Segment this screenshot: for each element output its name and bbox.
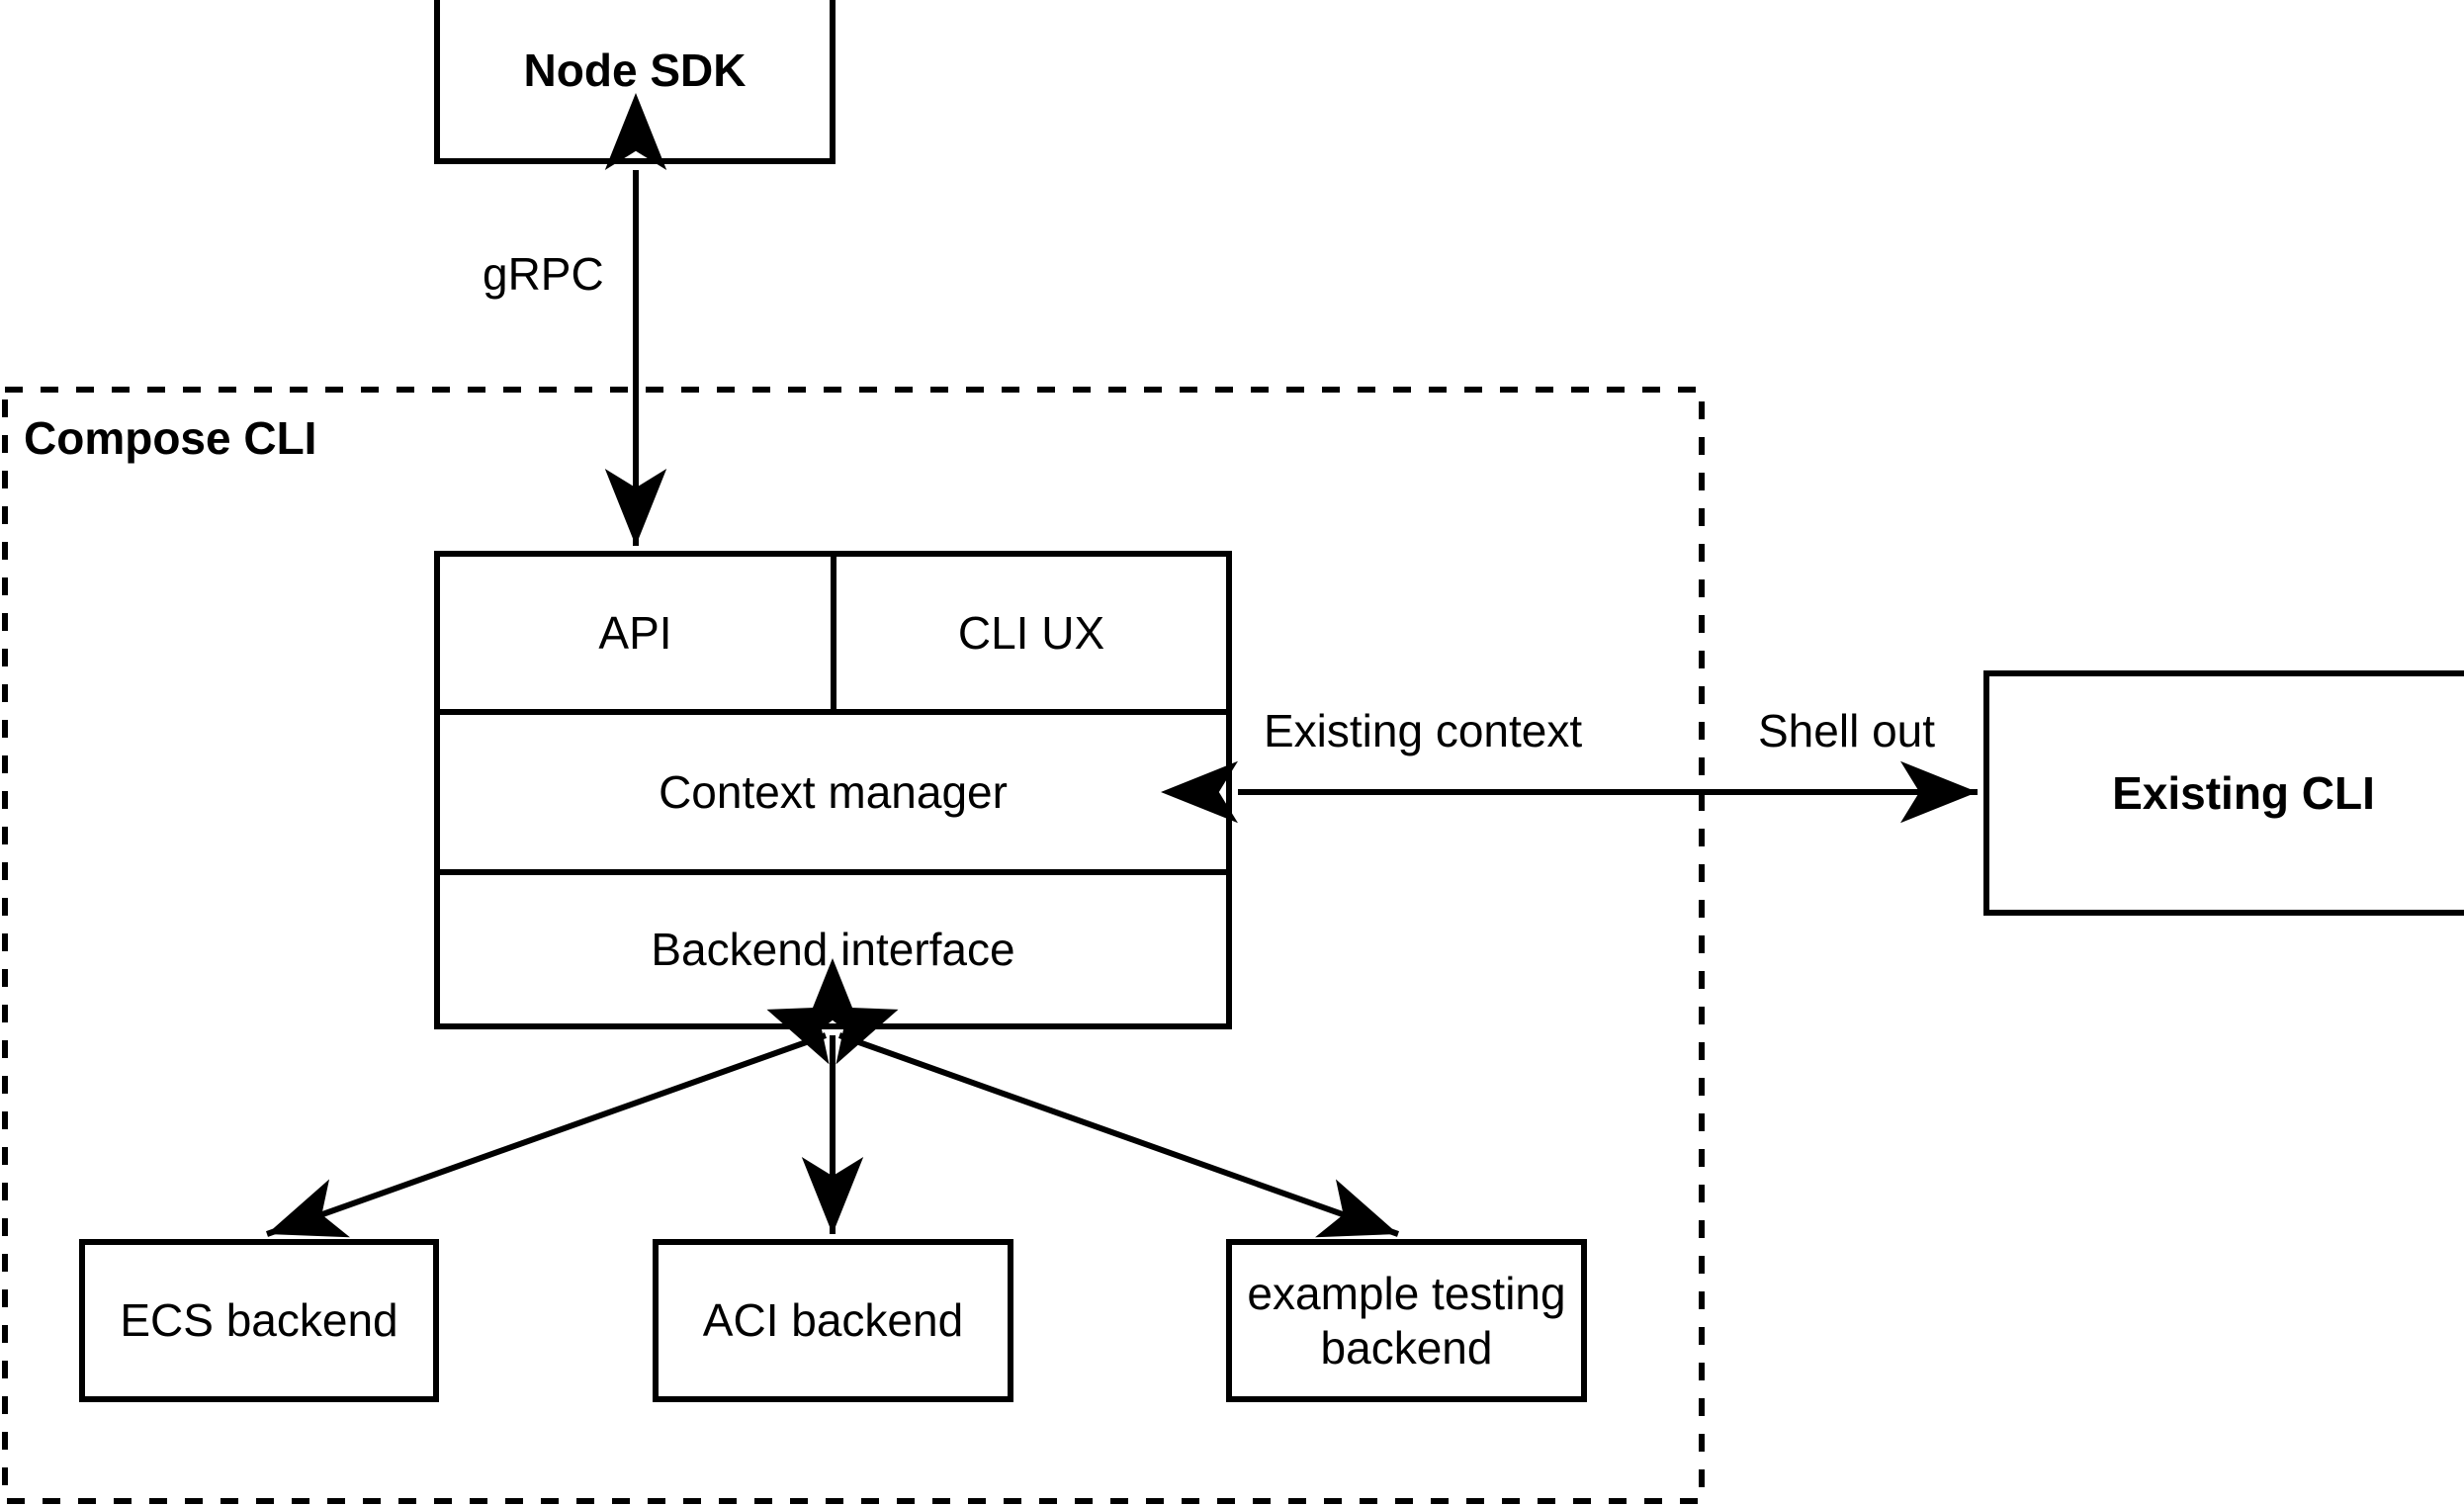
existing-cli-label: Existing CLI bbox=[2112, 766, 2375, 819]
example-testing-backend-label: example testing backend bbox=[1247, 1268, 1566, 1374]
edge-label-grpc: gRPC bbox=[483, 248, 604, 300]
cli-ux-label: CLI UX bbox=[957, 606, 1105, 659]
node-ecs-backend[interactable] bbox=[79, 1239, 439, 1402]
backend-interface-label: Backend interface bbox=[651, 923, 1015, 975]
aci-backend-label: ACI backend bbox=[702, 1294, 964, 1347]
edge-to-example-testing-backend bbox=[766, 1006, 1400, 1238]
group-compose-cli-label: Compose CLI bbox=[24, 412, 317, 464]
context-manager-label: Context manager bbox=[659, 765, 1008, 818]
node-existing-cli[interactable] bbox=[1983, 670, 2464, 916]
api-label: API bbox=[598, 606, 672, 659]
node-example-testing-backend[interactable] bbox=[1226, 1239, 1587, 1402]
group-compose-cli bbox=[2, 387, 1705, 1504]
node-aci-backend[interactable] bbox=[653, 1239, 1013, 1402]
ecs-backend-label: ECS backend bbox=[120, 1294, 398, 1347]
node-sdk-label: Node SDK bbox=[523, 44, 747, 97]
edge-label-existing-context: Existing context bbox=[1264, 705, 1583, 756]
edge-label-shell-out: Shell out bbox=[1758, 705, 1936, 756]
edge-to-ecs-backend bbox=[265, 1006, 899, 1238]
